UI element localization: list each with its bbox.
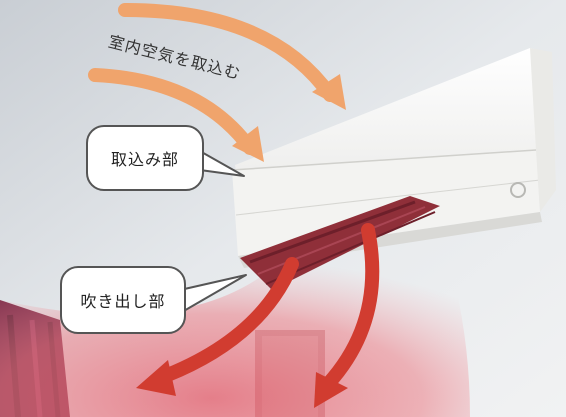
outlet-arrow <box>314 223 380 408</box>
outflow-glow <box>0 230 470 417</box>
intake-arrow <box>118 3 346 110</box>
outlet-part-label: 吹き出し部 <box>80 292 166 311</box>
air-conditioner <box>231 48 556 268</box>
outlet-arrow <box>136 257 299 396</box>
outlet-part-callout: 吹き出し部 <box>60 266 186 334</box>
intake-arrow <box>88 68 264 162</box>
intake-part-callout: 取込み部 <box>86 125 204 191</box>
intake-part-label: 取込み部 <box>110 150 179 169</box>
